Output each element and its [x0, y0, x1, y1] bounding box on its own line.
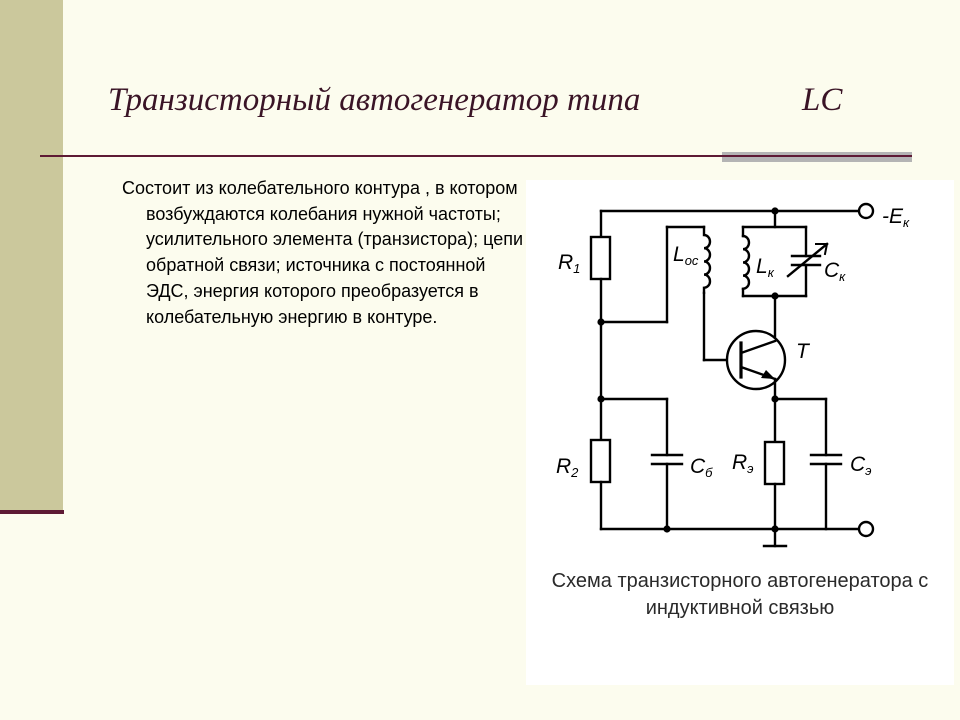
slide-title: Транзисторный автогенератор типа [108, 82, 641, 118]
variable-arrow-shaft [786, 242, 829, 278]
terminal-ek [857, 202, 875, 220]
title-rule-accent [722, 152, 912, 162]
decorative-left-bar [0, 0, 63, 512]
variable-arrow-head [815, 243, 829, 256]
circuit-figure: -Eк R1 Loc Lк Cк T R2 Cб Rэ Cэ Схема тра… [526, 180, 954, 685]
junction-bottom-re [771, 525, 779, 533]
circuit-schematic [589, 202, 875, 548]
junction-base-node [597, 318, 605, 326]
label-r1: R1 [558, 251, 581, 276]
label-loc: Loc [673, 243, 699, 268]
figure-caption: Схема транзисторного автогенератора с ин… [551, 570, 929, 619]
title-rule [40, 155, 912, 157]
label-lk: Lк [756, 255, 774, 280]
resistor-r1 [589, 235, 612, 281]
label-cb: Cб [690, 455, 713, 480]
slide-title-suffix: LC [802, 82, 843, 118]
junction-left-middle [597, 395, 605, 403]
terminal-bottom [857, 520, 875, 538]
resistor-re [763, 440, 786, 486]
label-ce: Cэ [850, 453, 872, 478]
transistor-collector [739, 339, 777, 355]
transistor-body [725, 329, 787, 391]
junction-emitter [771, 395, 779, 403]
resistor-r2 [589, 438, 612, 484]
label-ck: Cк [824, 259, 846, 284]
inductor-lk [741, 234, 751, 291]
label-ek: -Eк [882, 205, 910, 230]
transistor-emitter-arrow [761, 370, 775, 379]
junction-collector [771, 292, 779, 300]
left-bar-underline [0, 510, 64, 514]
junction-bottom-cb [663, 525, 671, 533]
slide-body-text: Состоит из колебательного контура , в ко… [122, 178, 524, 327]
title-rule-accent-line [722, 155, 912, 157]
label-t: T [796, 340, 809, 363]
label-r2: R2 [556, 455, 579, 480]
junction-top-tank [771, 207, 779, 215]
label-re: Rэ [732, 451, 754, 476]
inductor-loc [702, 225, 712, 294]
